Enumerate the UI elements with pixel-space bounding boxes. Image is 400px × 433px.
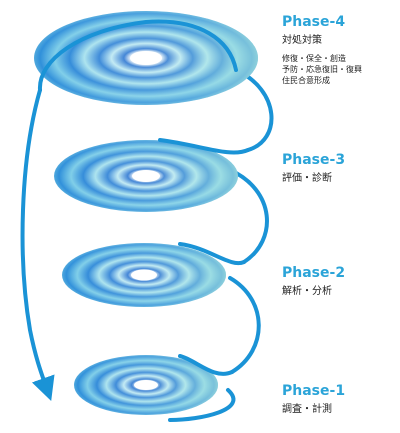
phase-4-title: Phase-4: [282, 14, 346, 30]
phase-3-subtitle: 評価・診断: [282, 173, 332, 184]
phase-4-block: Phase-4 対処対策 修復・保全・創造 予防・応急復旧・復興 住民合意形成: [282, 14, 396, 86]
phase-4-disc: [34, 11, 258, 105]
phase-1-title: Phase-1: [282, 383, 346, 399]
phase-2-block: Phase-2 解析・分析: [282, 265, 396, 299]
phase-4-subtitle: 対処対策: [282, 35, 322, 46]
phase-1-block: Phase-1 調査・計測: [282, 383, 396, 417]
phase-3-title: Phase-3: [282, 152, 346, 168]
phase-2-disc: [62, 243, 226, 307]
phase-4-details: 修復・保全・創造 予防・応急復旧・復興 住民合意形成: [282, 53, 396, 86]
phase-3-block: Phase-3 評価・診断: [282, 152, 396, 186]
phase-3-disc: [54, 140, 238, 212]
phase-1-disc: [74, 355, 218, 415]
phase-4-detail-1: 修復・保全・創造: [282, 54, 346, 63]
spiral-line-front: [37, 19, 250, 376]
phase-2-title: Phase-2: [282, 265, 346, 281]
phase-2-subtitle: 解析・分析: [282, 286, 332, 297]
phase-4-detail-3: 住民合意形成: [282, 76, 330, 85]
phase-1-subtitle: 調査・計測: [282, 404, 332, 415]
phase-4-detail-2: 予防・応急復旧・復興: [282, 65, 362, 74]
spiral-line: [20, 68, 274, 422]
